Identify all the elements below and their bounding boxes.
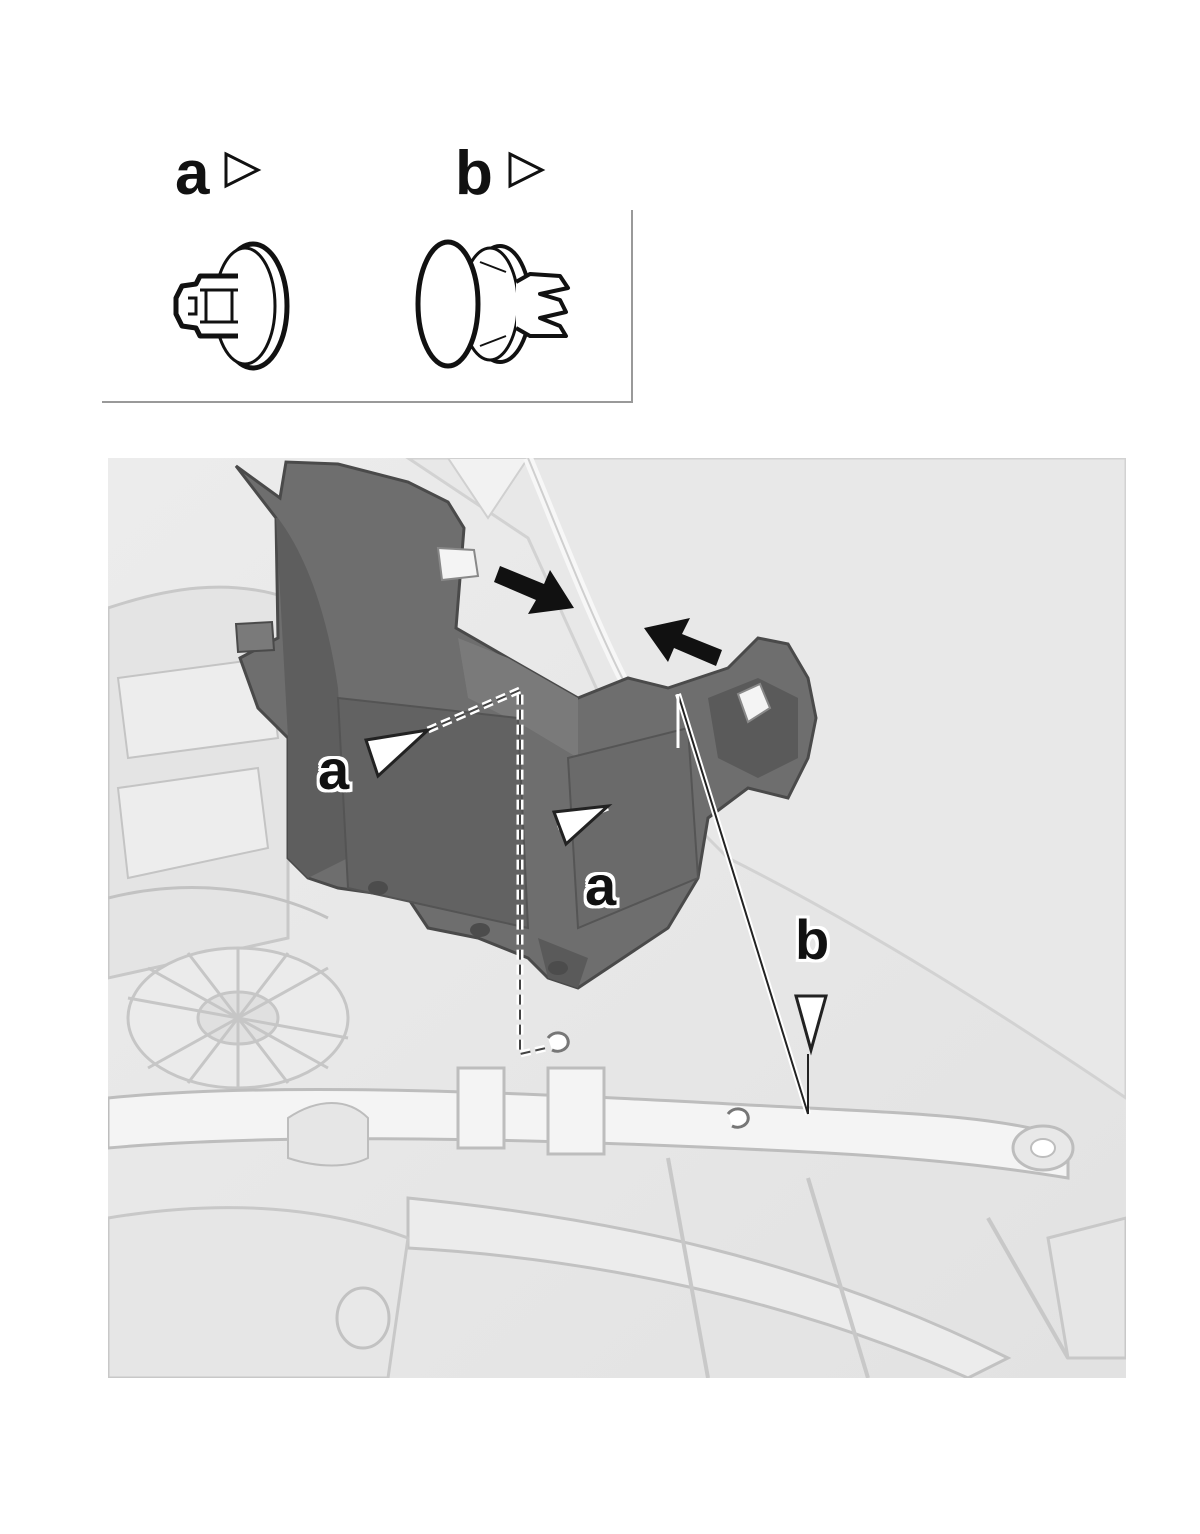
triangle-marker-icon [224,151,262,189]
arrow-icon [644,618,722,666]
triangle-marker-icon [551,803,613,847]
clip-b-icon [415,239,570,369]
callout-clip-a-center: a [585,854,617,917]
triangle-marker-icon [508,151,546,189]
engine-bay-illustration [108,458,1126,1378]
arrow-icon [494,566,574,614]
triangle-marker-icon [794,994,828,1056]
callout-clip-b: b [795,908,830,971]
fan-part [126,946,350,1090]
callout-clip-a-left: a [318,738,350,801]
legend-frame [102,210,633,403]
clip-a-icon [173,241,290,371]
legend-label-b: b [455,139,493,208]
triangle-marker-icon [364,727,433,779]
legend-label-a: a [175,139,210,208]
